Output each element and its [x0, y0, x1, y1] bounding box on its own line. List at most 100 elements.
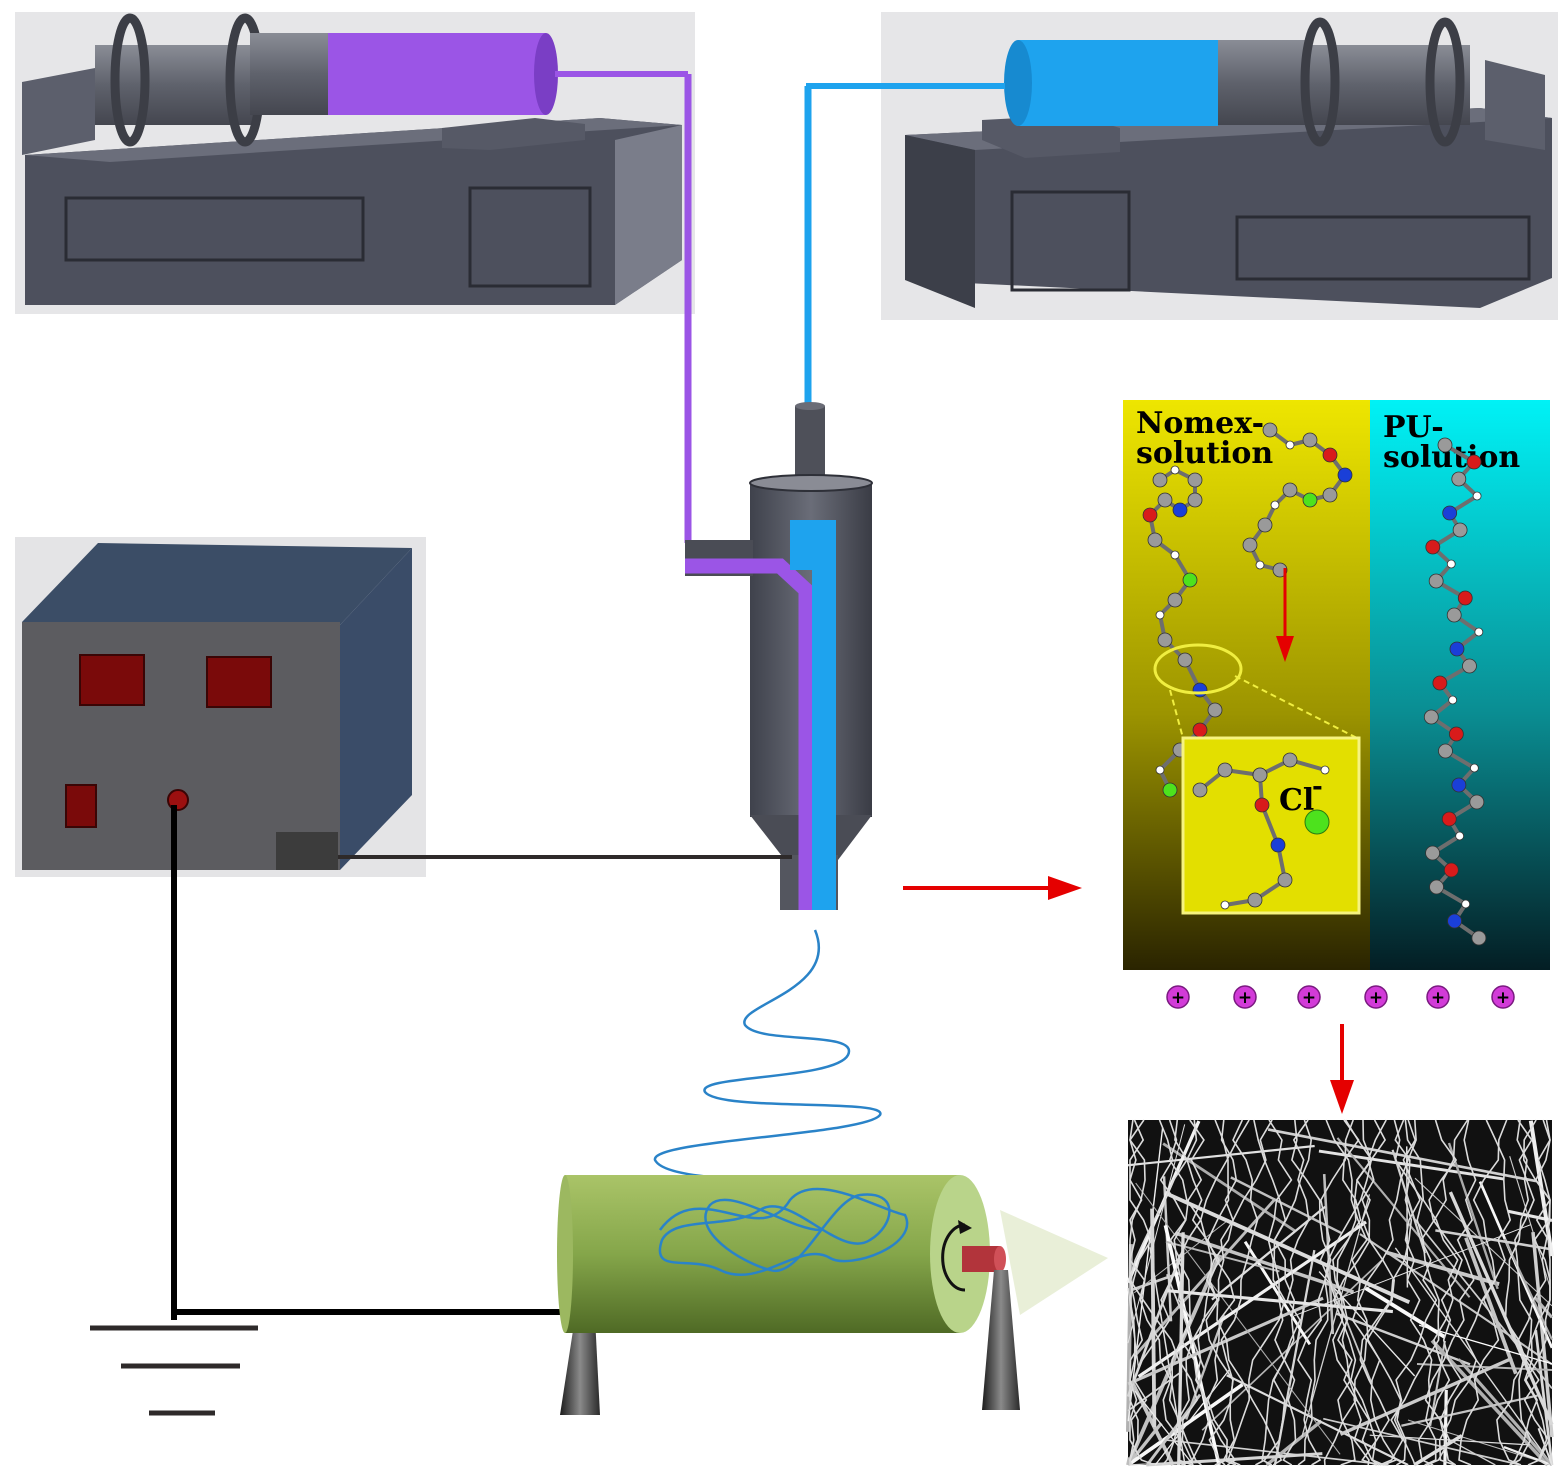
- syringe-pump-left: [15, 12, 695, 314]
- sem-fiber: [1127, 1124, 1186, 1344]
- atom: [1192, 682, 1208, 698]
- atom: [1257, 517, 1273, 533]
- deposited-fiber-mat: [658, 1187, 909, 1277]
- sem-fiber: [1185, 1314, 1226, 1420]
- atom: [1337, 467, 1353, 483]
- surface-charges: ++++++: [1166, 985, 1515, 1009]
- atom: [1462, 658, 1477, 674]
- sem-fiber: [1391, 1149, 1427, 1254]
- atom: [1220, 900, 1230, 910]
- atom: [1320, 765, 1330, 775]
- sem-fiber: [1126, 1254, 1222, 1466]
- sem-fiber: [1201, 1257, 1385, 1431]
- pump-right-flange-2: [1425, 17, 1465, 147]
- plus-charge-icon: [1233, 985, 1257, 1009]
- plus-charge-icon: [1166, 985, 1190, 1009]
- atom: [1446, 607, 1462, 623]
- sem-fiber: [1503, 1238, 1553, 1341]
- atom: [1157, 492, 1173, 508]
- pump-left-barrel: [250, 33, 330, 115]
- atom: [1441, 811, 1457, 827]
- sem-fiber: [1326, 1271, 1373, 1383]
- atom: [1428, 573, 1444, 589]
- atom: [1282, 752, 1298, 768]
- pump-left-panel-slot: [64, 196, 365, 262]
- atom: [1302, 432, 1318, 448]
- plus-charge-icon: [1364, 985, 1388, 1009]
- sem-curly-fiber: [1361, 1119, 1407, 1466]
- coaxial-spinneret: [685, 402, 873, 910]
- power-switch[interactable]: [65, 784, 97, 828]
- sem-curly-fiber: [1402, 1119, 1437, 1466]
- pump-left-carriage: [442, 118, 585, 150]
- atom: [1254, 797, 1270, 813]
- sem-curly-fiber: [1205, 1119, 1273, 1466]
- spinneret-pu-channel: [812, 520, 836, 910]
- atom: [1437, 437, 1453, 453]
- nomex-molecule: [1142, 422, 1353, 798]
- sem-curly-fiber: [1207, 1119, 1236, 1466]
- sem-fiber: [1127, 1144, 1315, 1167]
- sem-curly-fiber: [1496, 1119, 1535, 1466]
- sem-fiber: [1533, 1296, 1554, 1319]
- power-supply-side: [340, 548, 412, 870]
- charge-sign: +: [1171, 988, 1185, 1008]
- sem-fiber: [1412, 1216, 1553, 1389]
- pump-left-block: [22, 68, 95, 155]
- sem-fiber: [1127, 1296, 1324, 1386]
- drum-end-cap: [930, 1175, 990, 1333]
- atom: [1446, 559, 1456, 569]
- drum-collector: [557, 1175, 1108, 1415]
- sem-fiber: [1267, 1128, 1537, 1183]
- atom: [1449, 641, 1465, 657]
- fiber-jet: [653, 929, 882, 1181]
- atom: [1451, 777, 1467, 793]
- display-right: [206, 656, 272, 708]
- red-arrow-down-icon: [1330, 1024, 1354, 1114]
- sem-curly-fiber: [1255, 1119, 1310, 1466]
- atom: [1162, 782, 1178, 798]
- syringe-pump-right: [806, 12, 1558, 320]
- highlight-ellipse: [1153, 643, 1243, 695]
- atom: [1167, 592, 1183, 608]
- sem-curly-fiber: [1332, 1119, 1387, 1466]
- sem-fiber: [1230, 1176, 1342, 1235]
- pu-label-line1: PU-: [1383, 410, 1444, 445]
- sem-curly-fiber: [1129, 1119, 1187, 1465]
- sem-curly-fiber: [1291, 1119, 1332, 1466]
- power-supply-top: [22, 543, 412, 625]
- plus-charge-icon: [1491, 985, 1515, 1009]
- charge-sign: +: [1369, 988, 1383, 1008]
- atom: [1242, 537, 1258, 553]
- pump-left-fluid-end: [534, 33, 558, 115]
- atom: [1172, 502, 1188, 518]
- atom: [1472, 491, 1482, 501]
- sem-curly-fiber: [1129, 1119, 1198, 1466]
- pu-molecule: [1423, 437, 1487, 946]
- charge-sign: +: [1238, 988, 1252, 1008]
- atom: [1457, 590, 1473, 606]
- atom: [1322, 487, 1338, 503]
- ion-label: Cl: [1279, 783, 1314, 818]
- sem-curly-fiber: [1129, 1119, 1193, 1466]
- sem-fiber: [1447, 1438, 1496, 1466]
- nomex-label-line2: solution: [1136, 436, 1273, 471]
- chloride-ion: [1304, 809, 1330, 835]
- sem-curly-fiber: [1177, 1119, 1250, 1466]
- atom: [1262, 422, 1278, 438]
- panel-arrow-head: [1276, 636, 1294, 662]
- pump-right-base: [905, 108, 1552, 308]
- nomex-label-line1: Nomex-: [1136, 406, 1264, 441]
- sem-curly-fiber: [1359, 1119, 1413, 1466]
- sem-curly-fiber: [1393, 1119, 1469, 1466]
- output-connector: [276, 832, 338, 870]
- atom: [1455, 831, 1465, 841]
- sem-curly-fiber: [1351, 1119, 1417, 1466]
- red-arrow-icon: [903, 876, 1082, 900]
- pump-left-base: [25, 118, 682, 305]
- atom: [1285, 440, 1295, 450]
- atom: [1142, 507, 1158, 523]
- charge-sign: +: [1496, 988, 1510, 1008]
- atom: [1471, 930, 1487, 946]
